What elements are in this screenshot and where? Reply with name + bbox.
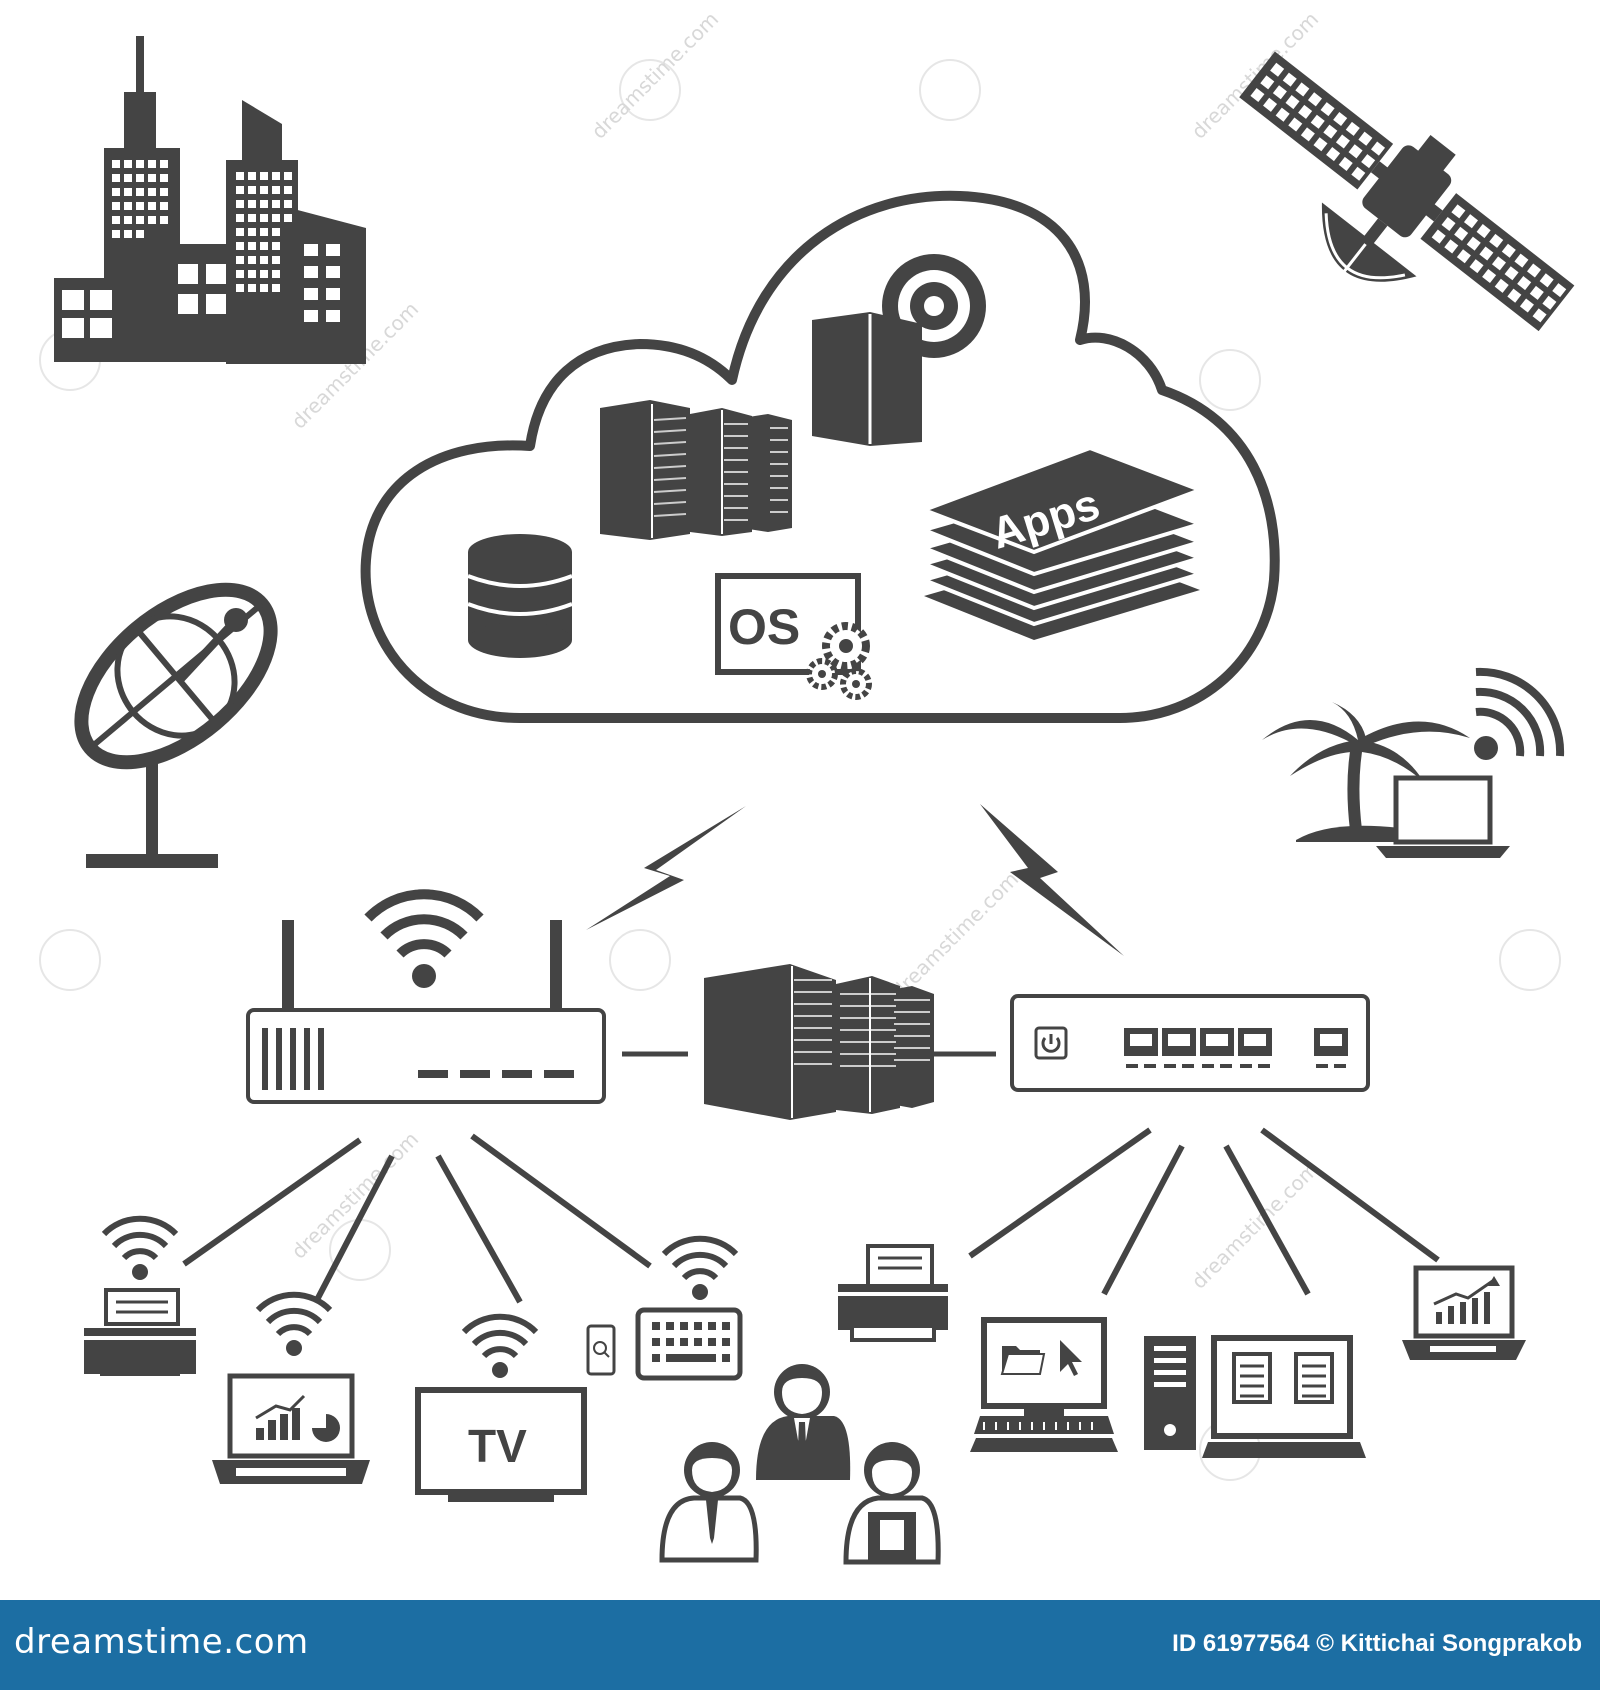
island-wifi-laptop-icon xyxy=(1262,667,1565,858)
printer-icon xyxy=(838,1244,948,1342)
cursor-icon xyxy=(1060,1340,1082,1376)
user-businessman-icon xyxy=(756,1364,851,1480)
apps-stack-icon: Apps xyxy=(917,445,1207,640)
watermark-text: dreamstime.com xyxy=(587,7,724,144)
os-label: OS xyxy=(728,599,800,655)
document-icon xyxy=(1232,1352,1272,1404)
storage-disc-icon xyxy=(812,254,986,446)
wifi-icon xyxy=(255,1291,333,1356)
wifi-icon xyxy=(461,1313,539,1378)
folder-icon xyxy=(1000,1346,1046,1375)
lightning-icon xyxy=(980,804,1124,956)
smart-tv-icon: TV xyxy=(415,1313,587,1502)
image-credit: ID 61977564 © Kittichai Songprakob xyxy=(1172,1630,1582,1657)
laptop-growth-chart-icon xyxy=(1402,1265,1526,1360)
wireless-printer-icon xyxy=(84,1215,196,1376)
watermark-text: dreamstime.com xyxy=(1187,1157,1324,1294)
wifi-router-icon xyxy=(246,889,606,1104)
gear-icon xyxy=(806,658,838,690)
laptop-chart-icon xyxy=(212,1291,370,1484)
server-rack-icon xyxy=(704,964,934,1120)
footer-bar: dreamstime.com ID 61977564 © Kittichai S… xyxy=(0,1600,1600,1690)
smartphone-search-icon xyxy=(586,1324,616,1376)
database-icon xyxy=(467,534,573,658)
desktop-computer-icon xyxy=(970,1317,1118,1452)
gear-icon xyxy=(822,622,870,670)
gear-icon xyxy=(840,668,872,700)
satellite-icon xyxy=(1239,51,1575,332)
document-icon xyxy=(1294,1352,1334,1404)
user-worker-icon xyxy=(659,1442,759,1563)
user-engineer-icon xyxy=(843,1442,941,1565)
satellite-dish-icon xyxy=(74,582,278,868)
connection-lines xyxy=(182,1127,1440,1304)
os-window-icon: OS xyxy=(715,573,872,700)
wifi-icon xyxy=(364,889,484,988)
watermark-text: dreamstime.com xyxy=(287,1127,424,1264)
diagram-canvas: dreamstime.com dreamstime.com dreamstime… xyxy=(39,7,1575,1565)
city-buildings-icon xyxy=(54,36,366,364)
brand-logo[interactable]: dreamstime.com xyxy=(14,1622,309,1662)
wifi-icon xyxy=(101,1215,179,1280)
tv-label: TV xyxy=(468,1420,527,1472)
server-rack-icon xyxy=(600,400,792,540)
watermark-text: dreamstime.com xyxy=(887,867,1024,1004)
wifi-icon xyxy=(661,1235,739,1300)
lightning-icon xyxy=(586,806,746,930)
workstation-documents-icon xyxy=(1144,1335,1366,1458)
power-icon xyxy=(1041,1034,1061,1053)
network-switch-icon xyxy=(1010,994,1370,1092)
wireless-keyboard-icon xyxy=(635,1235,743,1381)
